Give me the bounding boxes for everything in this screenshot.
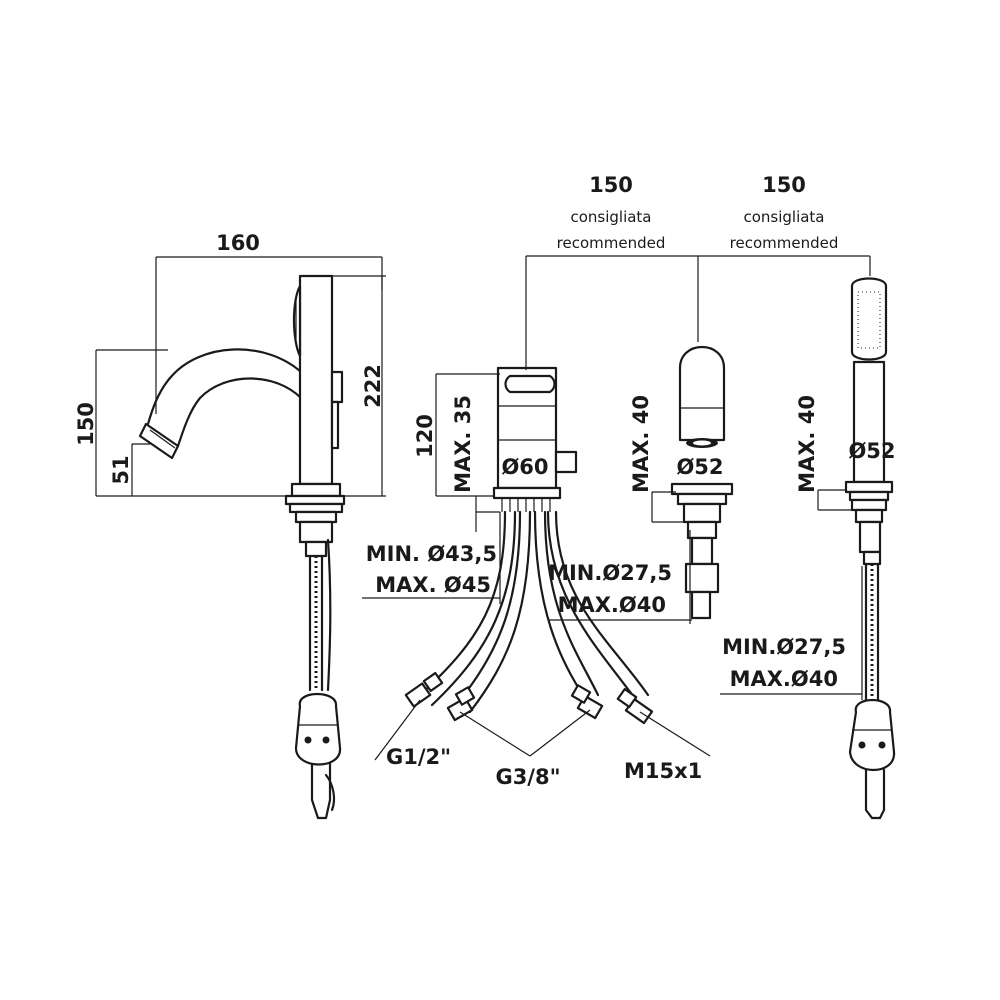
spacing-2-note-en: recommended [730, 234, 839, 252]
dim-hole2-min: MIN.Ø27,5 [548, 561, 672, 585]
thread-label-1: G1/2" [386, 745, 451, 769]
dim-hole1-min: MIN. Ø43,5 [366, 542, 497, 566]
spacing-1-note-it: consigliata [570, 208, 651, 226]
hand-shower-view [844, 277, 896, 820]
dim-shower-dia: Ø52 [848, 439, 895, 463]
dim-hole1-max: MAX. Ø45 [375, 573, 491, 597]
dim-handle-max: MAX. 40 [629, 395, 653, 493]
thread-label-3: M15x1 [624, 759, 702, 783]
handle-view [670, 345, 734, 620]
dim-body-height: 120 [413, 414, 437, 458]
dim-handle-dia: Ø52 [676, 455, 723, 479]
dim-spacing-2: 150 [762, 173, 806, 197]
spout-side-view [138, 274, 346, 820]
dim-shower-max: MAX. 40 [795, 395, 819, 493]
dim-spacing-1: 150 [589, 173, 633, 197]
spacing-2-note-it: consigliata [743, 208, 824, 226]
thread-label-2: G3/8" [495, 765, 560, 789]
dimension-lines [95, 255, 871, 761]
dim-hole3-max: MAX.Ø40 [730, 667, 838, 691]
dim-spout-total: 222 [361, 364, 385, 408]
mixer-body-view [404, 366, 654, 725]
dim-hole3-min: MIN.Ø27,5 [722, 635, 846, 659]
spacing-1-note-en: recommended [557, 234, 666, 252]
dim-body-max: MAX. 35 [451, 395, 475, 493]
dim-spout-outlet: 51 [109, 455, 133, 484]
dim-spout-reach: 160 [216, 231, 260, 255]
dim-body-dia: Ø60 [501, 455, 548, 479]
dim-hole2-max: MAX.Ø40 [558, 593, 666, 617]
dim-spout-height: 150 [74, 402, 98, 446]
